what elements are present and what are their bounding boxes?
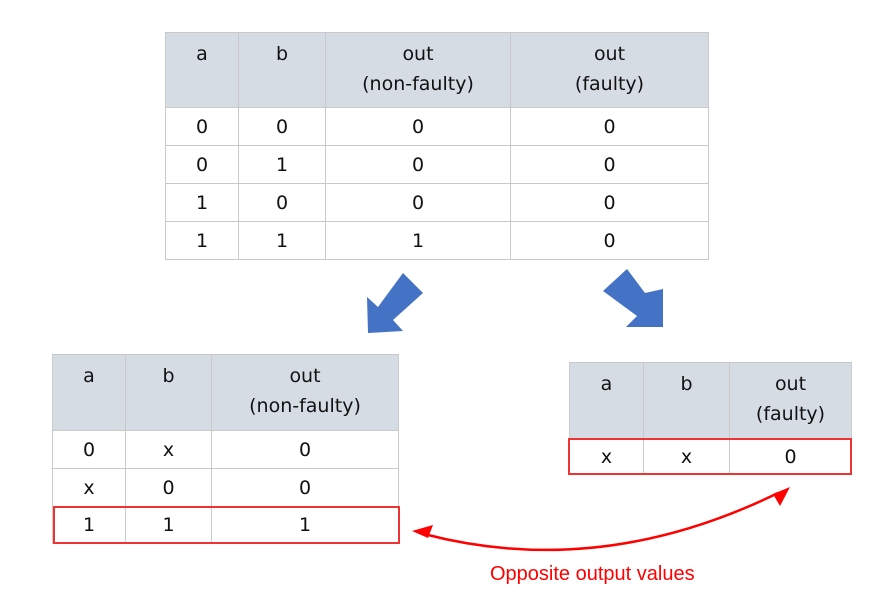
cell: 0	[510, 107, 709, 146]
table-row: x 0 0	[52, 468, 399, 507]
cell: 0	[510, 183, 709, 222]
cell: 0	[238, 183, 326, 222]
cell: 1	[125, 506, 212, 544]
header-a: a	[165, 32, 239, 108]
header-a: a	[569, 362, 644, 440]
header-b: b	[643, 362, 730, 440]
table-row: 1 0 0 0	[165, 183, 709, 222]
cell: 1	[238, 221, 326, 260]
truth-table-faulty: a b out(faulty) x x 0	[569, 362, 852, 475]
cell: 1	[165, 183, 239, 222]
double-arrow-curve	[423, 491, 779, 552]
header-out-faulty: out(faulty)	[729, 362, 852, 440]
table-row: 0 x 0	[52, 430, 399, 469]
header-row: a b out(non-faulty) out(faulty)	[165, 32, 709, 108]
cell: 0	[510, 145, 709, 184]
cell: 1	[325, 221, 511, 260]
arrowhead-left-icon	[412, 525, 433, 538]
highlight-box-left	[53, 506, 400, 544]
header-out-nonfaulty: out(non-faulty)	[211, 354, 399, 431]
cell: x	[52, 468, 126, 507]
truth-table-nonfaulty: a b out(non-faulty) 0 x 0 x 0 0 1 1 1	[52, 354, 399, 544]
highlight-box-right	[568, 438, 852, 475]
header-out-faulty: out(faulty)	[510, 32, 709, 108]
cell: 0	[125, 468, 212, 507]
cell: 1	[165, 221, 239, 260]
cell: 0	[510, 221, 709, 260]
arrowhead-right-icon	[773, 487, 790, 506]
header-out-nonfaulty: out(non-faulty)	[325, 32, 511, 108]
header-row: a b out(faulty)	[569, 362, 852, 440]
table-row: 1 1 1 0	[165, 221, 709, 260]
truth-table-full: a b out(non-faulty) out(faulty) 0 0 0 0 …	[165, 32, 709, 260]
arrow-down-right-icon	[603, 269, 663, 327]
header-b: b	[125, 354, 212, 431]
cell: 1	[238, 145, 326, 184]
cell: 0	[165, 145, 239, 184]
table-row-highlighted: 1 1 1	[52, 506, 399, 544]
arrow-down-left-icon	[367, 273, 423, 333]
annotation-caption: Opposite output values	[490, 563, 695, 585]
table-row: 0 1 0 0	[165, 145, 709, 184]
cell: 0	[211, 430, 399, 469]
cell: 0	[325, 183, 511, 222]
